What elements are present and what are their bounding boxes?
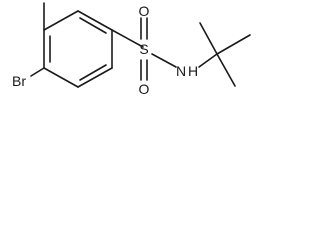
atom-oxygen-top-label: O <box>139 3 150 19</box>
bond-tbutyl-right <box>216 34 251 55</box>
bond-nitrogen-carbon <box>198 53 218 68</box>
atom-sulfur-label: S <box>139 41 148 57</box>
bond-sulfur-nitrogen <box>151 53 177 68</box>
bond-ring-1 <box>43 10 79 31</box>
atom-oxygen-bottom-label: O <box>139 81 150 97</box>
bond-carbon-sulfur <box>111 29 144 48</box>
bond-ring-double-3 <box>79 64 107 81</box>
bond-tbutyl-bottom <box>216 53 236 87</box>
bond-ring-5 <box>43 67 79 88</box>
structure-diagram: Br S O O N H <box>12 2 251 97</box>
bond-ring-double-2 <box>79 17 107 34</box>
atom-hydrogen-label: H <box>188 63 198 79</box>
bond-tbutyl-top <box>199 22 218 55</box>
bond-bromine <box>30 67 45 77</box>
bond-ring-2 <box>77 10 113 31</box>
atom-nitrogen-label: N <box>176 63 186 79</box>
bond-ring-4 <box>77 67 113 88</box>
atom-bromine-label: Br <box>12 73 26 89</box>
